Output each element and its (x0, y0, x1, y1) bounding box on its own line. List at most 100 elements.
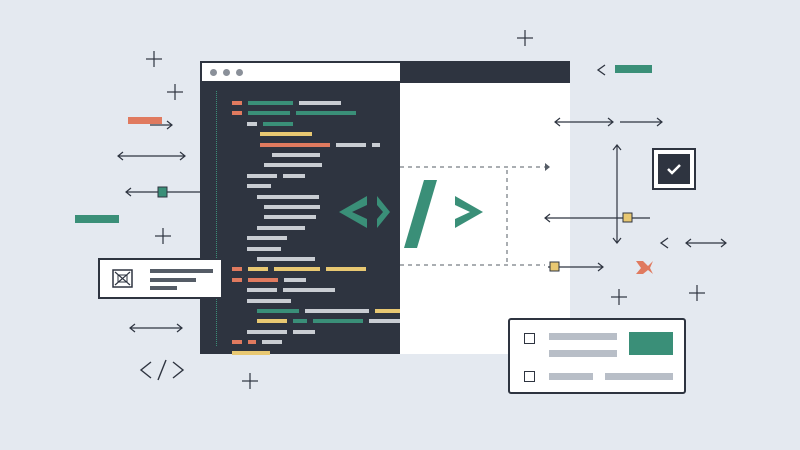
code-token (257, 309, 299, 313)
arrow-left-handle (544, 213, 650, 223)
dashed-guides (400, 166, 545, 266)
code-line (202, 246, 400, 251)
form-checkbox-2[interactable] (524, 371, 535, 382)
green-bar-left (75, 215, 119, 223)
code-line (202, 121, 400, 126)
code-token (257, 319, 287, 324)
code-token (247, 173, 277, 178)
form-submit-button[interactable] (629, 332, 673, 355)
window-dot-1[interactable] (210, 69, 217, 76)
code-token (372, 142, 380, 147)
code-token (248, 277, 278, 282)
code-line (202, 350, 400, 355)
vertical-double-arrow (612, 144, 622, 244)
code-token (375, 309, 405, 313)
code-token (326, 267, 366, 272)
code-line (202, 194, 400, 199)
code-line (202, 132, 400, 137)
code-token (293, 319, 307, 324)
code-token (232, 277, 242, 282)
image-card-line-2 (150, 278, 196, 282)
code-token (264, 163, 322, 168)
code-line (202, 184, 400, 189)
gutter-line (216, 91, 217, 346)
code-token (248, 111, 290, 116)
code-token (247, 329, 287, 334)
yellow-handle-right[interactable] (622, 212, 633, 223)
code-token (248, 267, 268, 272)
double-arrow-right-2 (685, 238, 727, 248)
green-bar-top-right (615, 65, 652, 73)
code-token (293, 329, 315, 334)
window-dot-2[interactable] (223, 69, 230, 76)
code-token (247, 246, 281, 251)
code-token (336, 142, 366, 147)
form-field-2a[interactable] (549, 373, 593, 380)
code-line (202, 111, 400, 116)
code-token (313, 319, 363, 324)
code-token (248, 101, 293, 105)
yellow-handle-bottom[interactable] (549, 261, 560, 272)
editor-titlebar (202, 63, 400, 83)
close-x-icon (636, 261, 653, 274)
code-line (202, 319, 409, 324)
code-token (232, 350, 270, 355)
code-token (296, 111, 356, 116)
code-token (274, 267, 320, 272)
code-token (264, 205, 320, 209)
preview-pane (400, 83, 570, 354)
code-token (260, 142, 330, 147)
code-line (202, 101, 400, 105)
code-line (202, 215, 400, 220)
code-token (262, 340, 282, 345)
form-checkbox-1[interactable] (524, 333, 535, 344)
code-token (257, 225, 305, 230)
code-token (263, 121, 293, 126)
form-field-1b[interactable] (549, 350, 617, 357)
code-line (202, 340, 400, 345)
editor-window (200, 61, 570, 355)
code-brackets-small-icon (139, 359, 185, 381)
code-token (283, 288, 335, 293)
image-card-line-3 (150, 286, 177, 290)
code-token (257, 257, 315, 261)
code-token (248, 340, 256, 345)
code-line (202, 173, 400, 178)
code-token (232, 101, 242, 105)
preview-titlebar (400, 63, 570, 83)
arrow-orange (150, 120, 173, 130)
code-token (272, 153, 320, 157)
window-dot-3[interactable] (236, 69, 243, 76)
code-token (247, 236, 287, 241)
dashed-guide-arrow (545, 163, 550, 171)
code-line (202, 236, 400, 241)
code-line (202, 309, 405, 313)
code-line (202, 142, 400, 147)
form-card (508, 318, 686, 394)
double-arrow-left-2 (129, 323, 183, 333)
orange-bar-left (128, 117, 162, 124)
code-token (247, 121, 257, 126)
code-token (260, 132, 312, 137)
code-token (247, 298, 291, 303)
form-field-1a[interactable] (549, 333, 617, 340)
code-line (202, 288, 400, 293)
form-field-2b[interactable] (605, 373, 673, 380)
green-handle-left[interactable] (157, 186, 168, 198)
double-arrow-left-1 (117, 151, 186, 161)
image-placeholder-icon (112, 269, 133, 288)
code-line (202, 225, 400, 230)
code-token (232, 267, 242, 272)
checkmark-icon (658, 154, 690, 184)
chevron-left-icon (596, 64, 669, 249)
checkbox-card[interactable] (652, 148, 696, 190)
code-line (202, 153, 400, 157)
code-lines (202, 83, 409, 355)
code-line (202, 205, 400, 209)
code-token (257, 194, 319, 199)
code-line (202, 298, 400, 303)
image-card-line-1 (150, 269, 213, 273)
code-line (202, 163, 400, 168)
code-pane (202, 83, 409, 355)
